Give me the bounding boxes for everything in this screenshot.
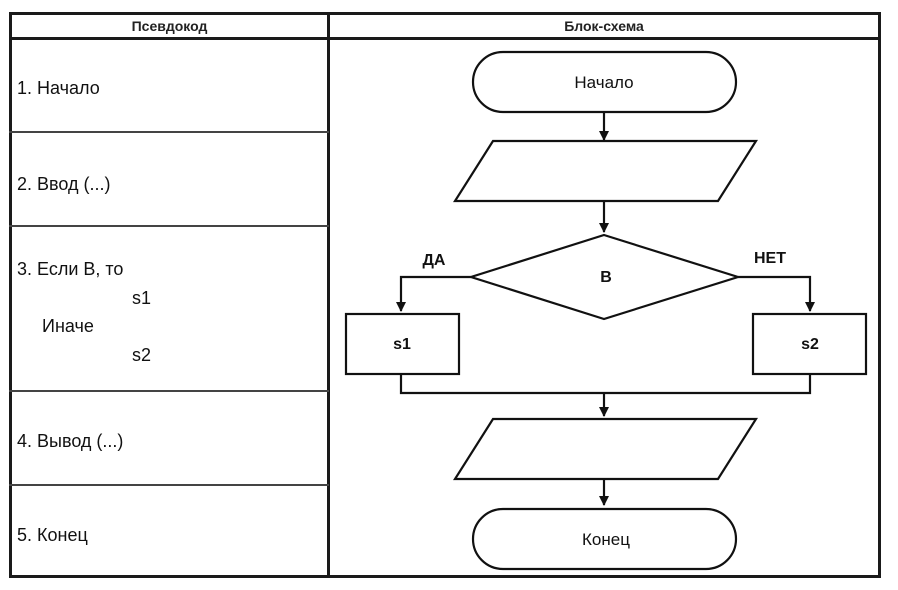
table-frame — [9, 12, 881, 578]
yes-label: ДА — [423, 252, 446, 269]
row-divider-1 — [9, 131, 329, 133]
arrow-no-branch — [738, 275, 815, 312]
pseudocode-step-5: 5. Конец — [17, 525, 88, 545]
pseudocode-step-3-else-branch: s2 — [132, 345, 152, 365]
pseudocode-step-1: 1. Начало — [17, 78, 100, 98]
row-divider-4 — [9, 484, 329, 486]
output-parallelogram — [453, 417, 758, 481]
header-divider — [9, 37, 881, 40]
pseudocode-step-2: 2. Ввод (...) — [17, 174, 111, 194]
header-flowchart: Блок-схема — [564, 18, 644, 34]
column-divider — [327, 12, 330, 578]
row-divider-2 — [9, 225, 329, 227]
end-label: Конец — [582, 530, 630, 549]
no-label: НЕТ — [754, 250, 786, 267]
pseudocode-step-3-then: s1 — [132, 288, 152, 308]
pseudocode-step-3-else: Иначе — [42, 316, 94, 336]
process-s1-label: s1 — [393, 336, 411, 353]
end-terminator — [471, 507, 738, 571]
arrow-yes-branch — [396, 275, 471, 312]
decision-condition-label: В — [600, 269, 612, 286]
start-label: Начало — [574, 73, 633, 92]
decision-diamond — [467, 233, 742, 321]
process-s2-label: s2 — [801, 336, 819, 353]
row-divider-3 — [9, 390, 329, 392]
merge-line — [399, 374, 812, 395]
process-s1-box — [344, 312, 461, 376]
pseudocode-step-3-condition: 3. Если В, то — [17, 259, 124, 279]
pseudocode-step-4: 4. Вывод (...) — [17, 431, 124, 451]
header-pseudocode: Псевдокод — [131, 18, 208, 34]
input-parallelogram — [453, 139, 758, 203]
